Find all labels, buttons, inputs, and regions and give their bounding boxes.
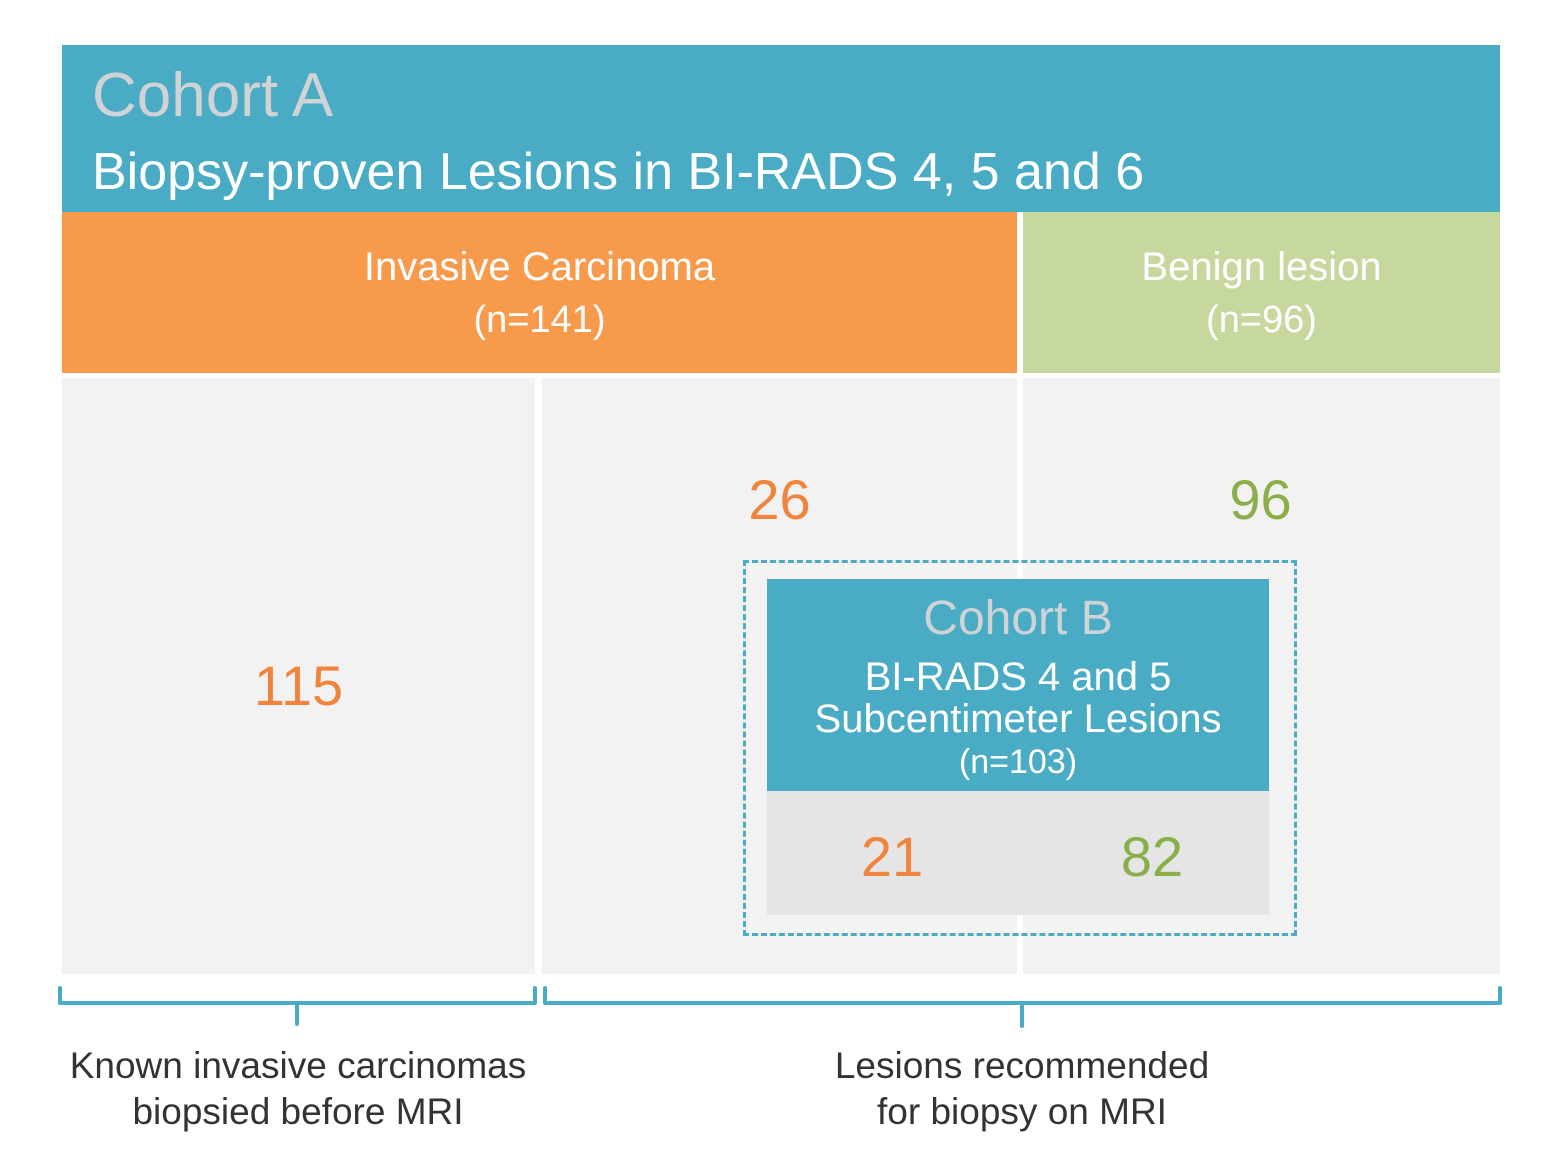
- cohort-b-title: Cohort B: [923, 592, 1113, 645]
- benign-lesion-label: Benign lesion: [1141, 245, 1382, 289]
- left-caption-line1: Known invasive carcinomas: [69, 1045, 527, 1086]
- cohort-b-invasive-value: 21: [860, 825, 924, 888]
- right-caption-line2: for biopsy on MRI: [877, 1091, 1167, 1132]
- left-caption: Known invasive carcinomas biopsied befor…: [48, 1043, 548, 1135]
- recommended-invasive-value: 26: [748, 468, 811, 531]
- cohort-b-values: 21 82: [767, 791, 1269, 915]
- invasive-carcinoma-label: Invasive Carcinoma: [363, 245, 716, 289]
- cohort-a-header: Cohort A Biopsy-proven Lesions in BI-RAD…: [62, 45, 1500, 212]
- known-invasive-value: 115: [253, 654, 344, 717]
- left-caption-line2: biopsied before MRI: [132, 1091, 464, 1132]
- right-bracket: [543, 986, 1502, 1028]
- benign-lesion-band: Benign lesion (n=96): [1023, 212, 1500, 373]
- cohort-b-header: Cohort B BI-RADS 4 and 5 Subcentimeter L…: [767, 579, 1269, 791]
- cohort-b-line1: BI-RADS 4 and 5: [864, 655, 1172, 699]
- invasive-carcinoma-count: (n=141): [473, 299, 606, 341]
- cohort-a-title: Cohort A: [92, 61, 334, 130]
- cohort-a-subtitle: Biopsy-proven Lesions in BI-RADS 4, 5 an…: [92, 143, 1145, 201]
- left-bracket: [58, 986, 537, 1026]
- known-invasive-cell: 115: [62, 378, 535, 974]
- benign-lesion-count: (n=96): [1206, 299, 1317, 341]
- invasive-carcinoma-band: Invasive Carcinoma (n=141): [62, 212, 1017, 373]
- right-caption-line1: Lesions recommended: [834, 1045, 1210, 1086]
- cohort-b-dashed-outline: [743, 560, 1297, 936]
- cohort-b-line2: Subcentimeter Lesions: [814, 697, 1222, 741]
- recommended-benign-value: 96: [1229, 468, 1292, 531]
- cohort-b-benign-value: 82: [1120, 825, 1184, 888]
- cohort-b-count: (n=103): [958, 743, 1078, 781]
- right-caption: Lesions recommended for biopsy on MRI: [772, 1043, 1272, 1135]
